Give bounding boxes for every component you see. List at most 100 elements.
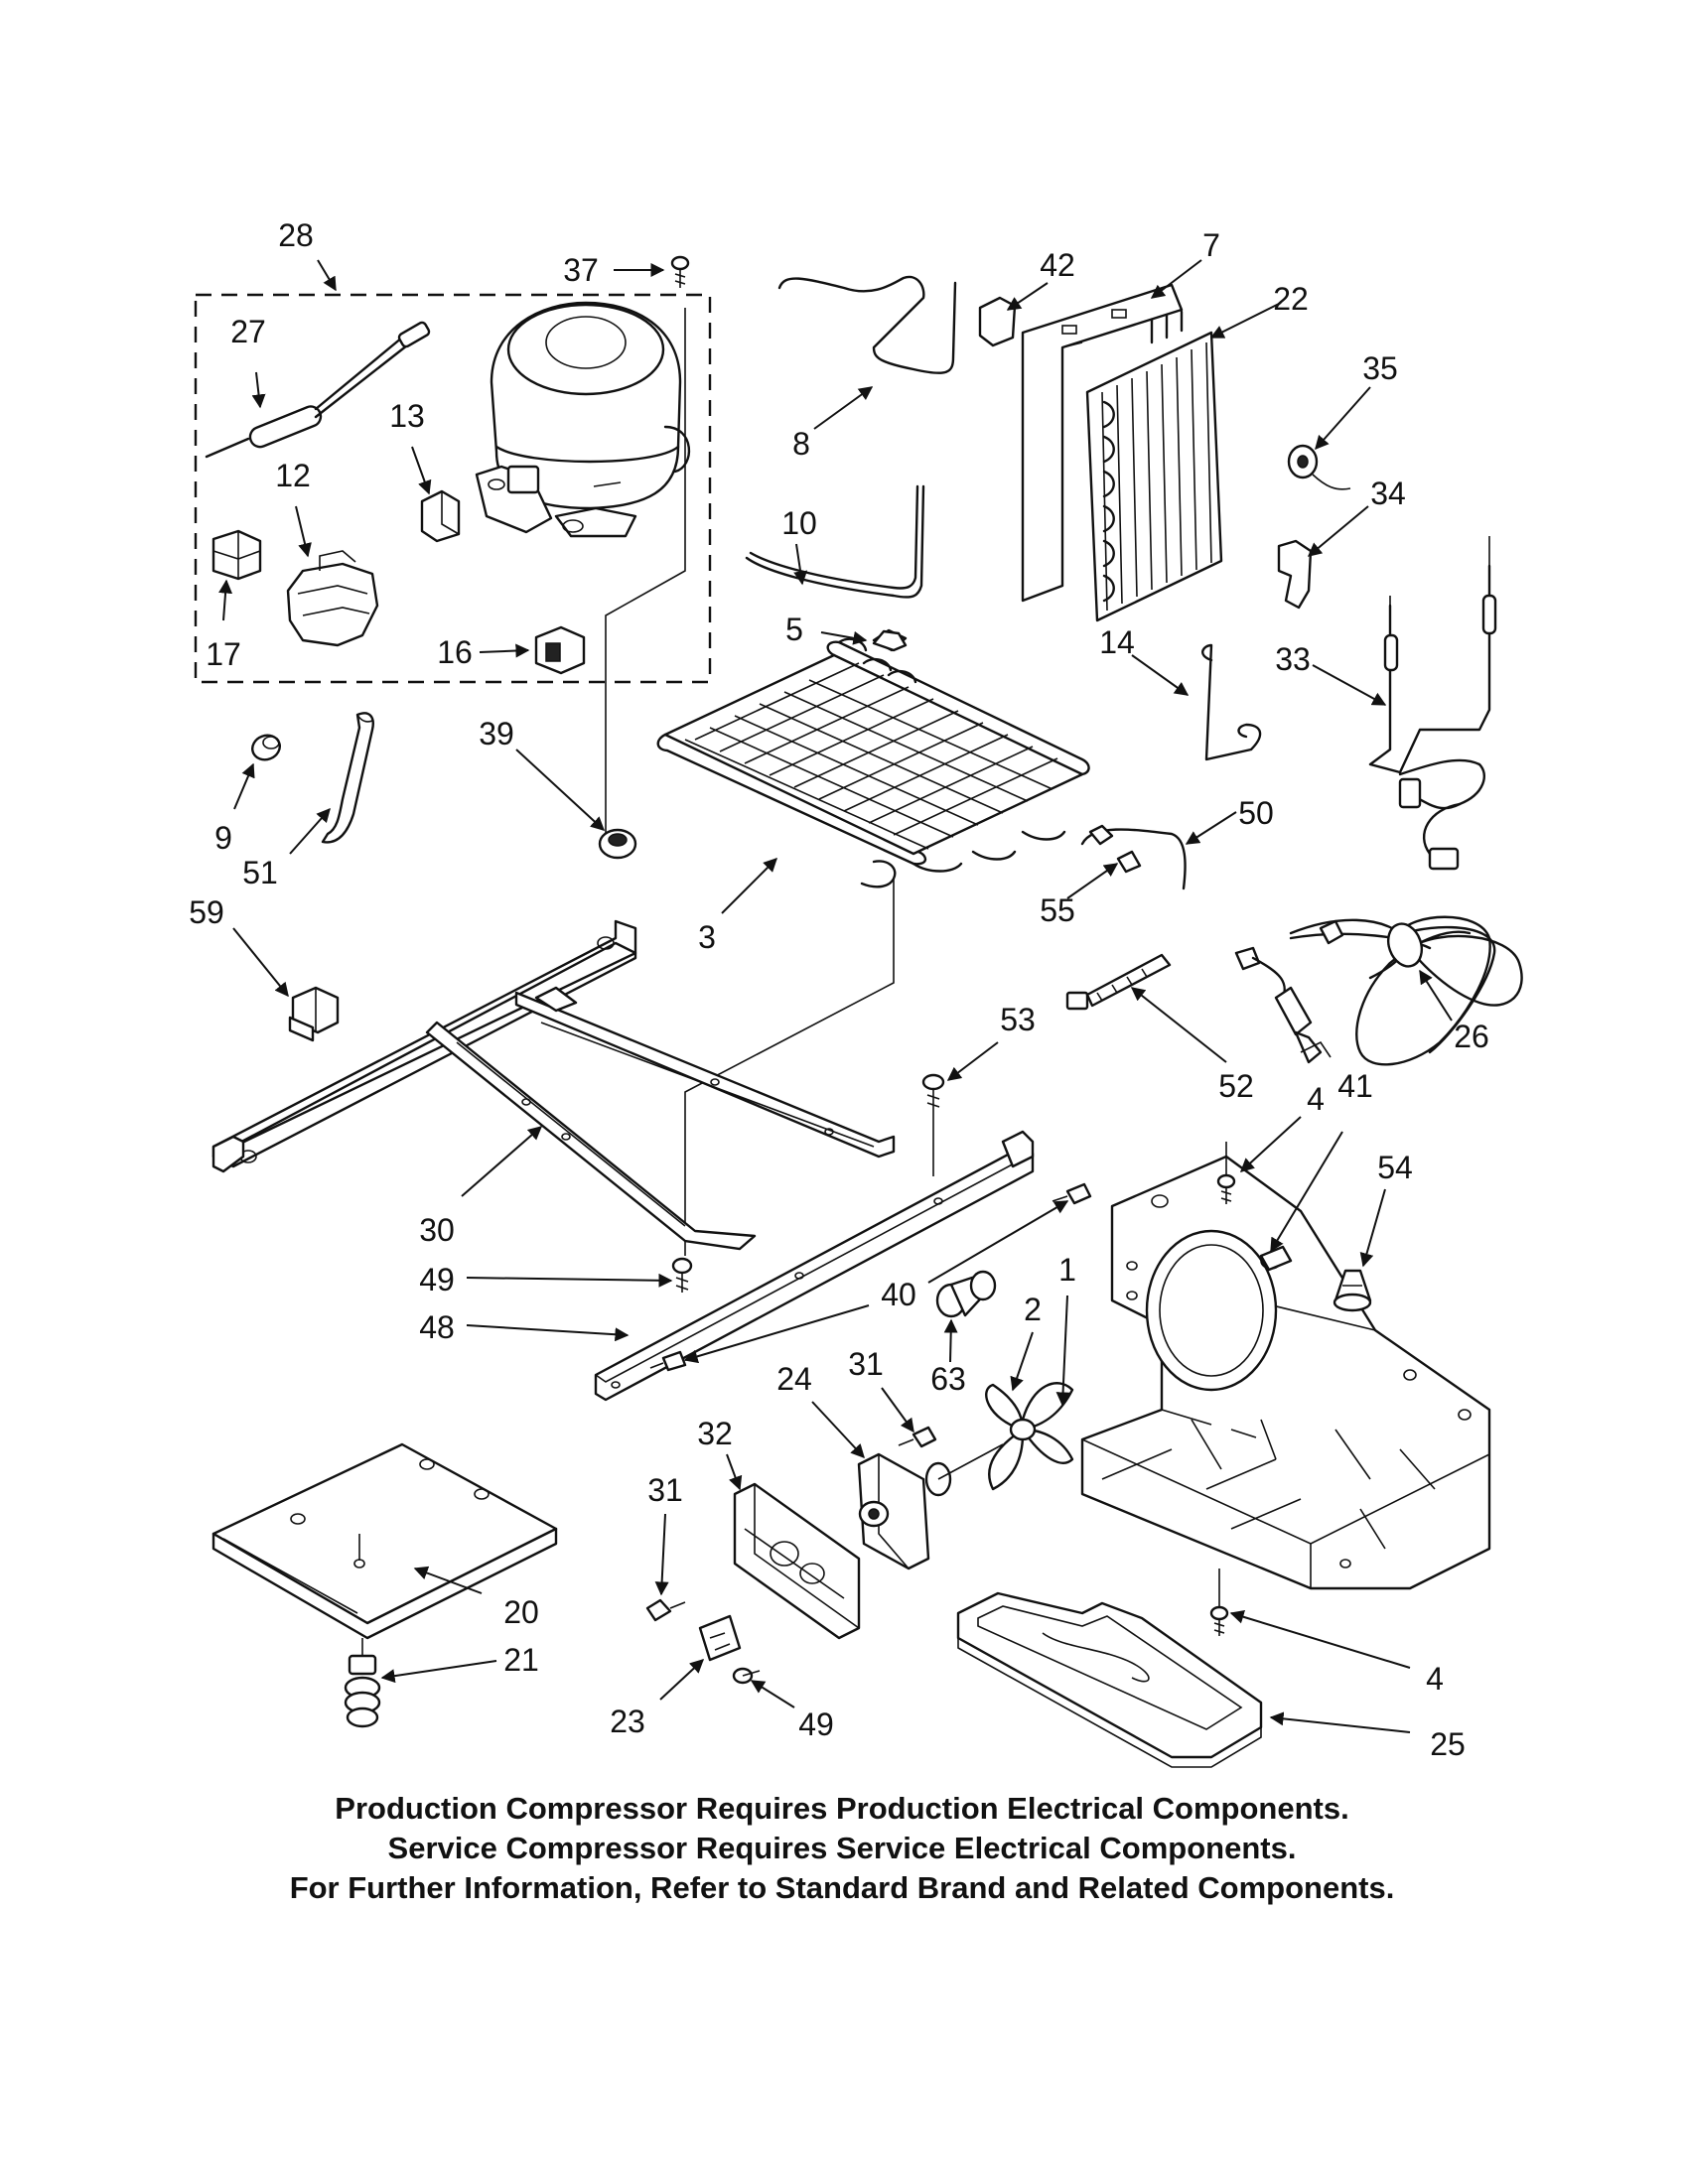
grommet-63: [935, 1270, 997, 1318]
note-line-2: Service Compressor Requires Service Elec…: [387, 1831, 1297, 1865]
callout-16: 16: [437, 634, 473, 670]
bracket-32: [733, 1482, 861, 1640]
callout-21: 21: [503, 1642, 539, 1678]
crossmember-frame: [211, 919, 896, 1251]
drain-pan-25: [956, 1591, 1263, 1768]
callout-13: 13: [389, 398, 425, 434]
screw-40a: [1052, 1182, 1092, 1205]
callout-35: 35: [1362, 350, 1398, 386]
drain-trap-21: [344, 1638, 381, 1728]
compressor-kit-outline: [194, 293, 712, 684]
callout-7: 7: [1202, 227, 1220, 263]
note-line-1: Production Compressor Requires Productio…: [335, 1791, 1349, 1826]
callout-48: 48: [419, 1309, 455, 1345]
clip-42: [978, 296, 1017, 347]
callout-31-left: 31: [647, 1472, 683, 1508]
motor-24: [857, 1443, 1004, 1570]
evaporator-centerline: [684, 879, 895, 1256]
callout-39: 39: [479, 716, 514, 751]
tie-strap-52: [1065, 953, 1172, 1011]
callout-32: 32: [697, 1416, 733, 1451]
pad-20: [211, 1442, 558, 1640]
thermistor-35: [1287, 444, 1351, 490]
callout-59: 59: [189, 894, 224, 930]
callout-8: 8: [792, 426, 810, 462]
callout-63: 63: [930, 1361, 966, 1397]
callout-28: 28: [278, 217, 314, 253]
callout-5: 5: [785, 612, 803, 647]
callout-23: 23: [610, 1704, 645, 1739]
callout-50: 50: [1238, 795, 1274, 831]
callout-9: 9: [214, 820, 232, 856]
callout-12: 12: [275, 458, 311, 493]
callout-3: 3: [698, 919, 716, 955]
fan-blade-2: [985, 1382, 1074, 1491]
callout-31-top: 31: [848, 1346, 884, 1382]
callout-54: 54: [1377, 1150, 1413, 1185]
heater-33: [1368, 536, 1497, 774]
wire-nut-54: [1333, 1269, 1372, 1312]
callout-49-bottom: 49: [798, 1706, 834, 1742]
callout-52: 52: [1218, 1068, 1254, 1104]
callout-42: 42: [1040, 247, 1075, 283]
plug-9: [251, 734, 281, 761]
callout-34: 34: [1370, 476, 1406, 511]
clip-59: [288, 986, 340, 1042]
callout-33: 33: [1275, 641, 1311, 677]
screw-31a: [898, 1426, 937, 1448]
compressor-centerline: [605, 308, 686, 839]
screw-37: [670, 255, 690, 288]
screw-31b: [645, 1598, 686, 1622]
diagram-notes: Production Compressor Requires Productio…: [0, 1789, 1684, 1908]
grommet-39: [598, 828, 637, 860]
grille-23: [698, 1614, 742, 1662]
note-line-3: For Further Information, Refer to Standa…: [289, 1870, 1395, 1905]
condenser-shroud-7: [1021, 283, 1184, 603]
callout-53: 53: [1000, 1002, 1036, 1037]
callout-24: 24: [776, 1361, 812, 1397]
rail-48: [594, 1130, 1035, 1402]
base-pan-41: [1080, 1155, 1491, 1590]
callout-4-top: 4: [1307, 1081, 1325, 1117]
callout-22: 22: [1273, 281, 1309, 317]
callout-37: 37: [563, 252, 599, 288]
callout-27: 27: [230, 314, 266, 349]
hose-51: [321, 712, 374, 844]
callout-labels: 28 37 27 13 12 17 16 8 10 42 7 22 35 34 …: [189, 217, 1489, 1762]
capacitor-16: [534, 625, 586, 675]
condenser-22: [1085, 310, 1223, 622]
bracket-14: [1201, 643, 1262, 761]
callout-14: 14: [1099, 624, 1135, 660]
callout-30: 30: [419, 1212, 455, 1248]
callout-49-top: 49: [419, 1262, 455, 1297]
screw-4a: [1216, 1142, 1236, 1204]
callout-1: 1: [1058, 1252, 1076, 1288]
tube-10: [745, 484, 925, 599]
callout-4-bottom: 4: [1426, 1661, 1444, 1697]
callout-17: 17: [206, 636, 241, 672]
screw-4b: [1209, 1569, 1229, 1636]
compressor: [475, 301, 690, 538]
discharge-tube-8: [777, 275, 957, 374]
callout-55: 55: [1040, 892, 1075, 928]
screw-40b: [649, 1350, 687, 1372]
overload-clip-13: [420, 489, 461, 543]
relay-12: [286, 550, 379, 647]
callout-10: 10: [781, 505, 817, 541]
clip-55-50: [1080, 824, 1187, 890]
screw-49a: [671, 1257, 693, 1293]
callout-41: 41: [1337, 1068, 1373, 1104]
clip-34: [1277, 539, 1313, 610]
callout-2: 2: [1024, 1292, 1042, 1327]
screw-49b: [732, 1667, 761, 1685]
callout-40: 40: [881, 1277, 916, 1312]
overload-17: [211, 529, 262, 581]
capillary-tube-27: [205, 321, 431, 459]
callout-26: 26: [1454, 1019, 1489, 1054]
callout-20: 20: [503, 1594, 539, 1630]
evaporator-3: [656, 628, 1090, 888]
clip-5: [872, 629, 908, 652]
leader-lines: [218, 259, 1453, 1733]
